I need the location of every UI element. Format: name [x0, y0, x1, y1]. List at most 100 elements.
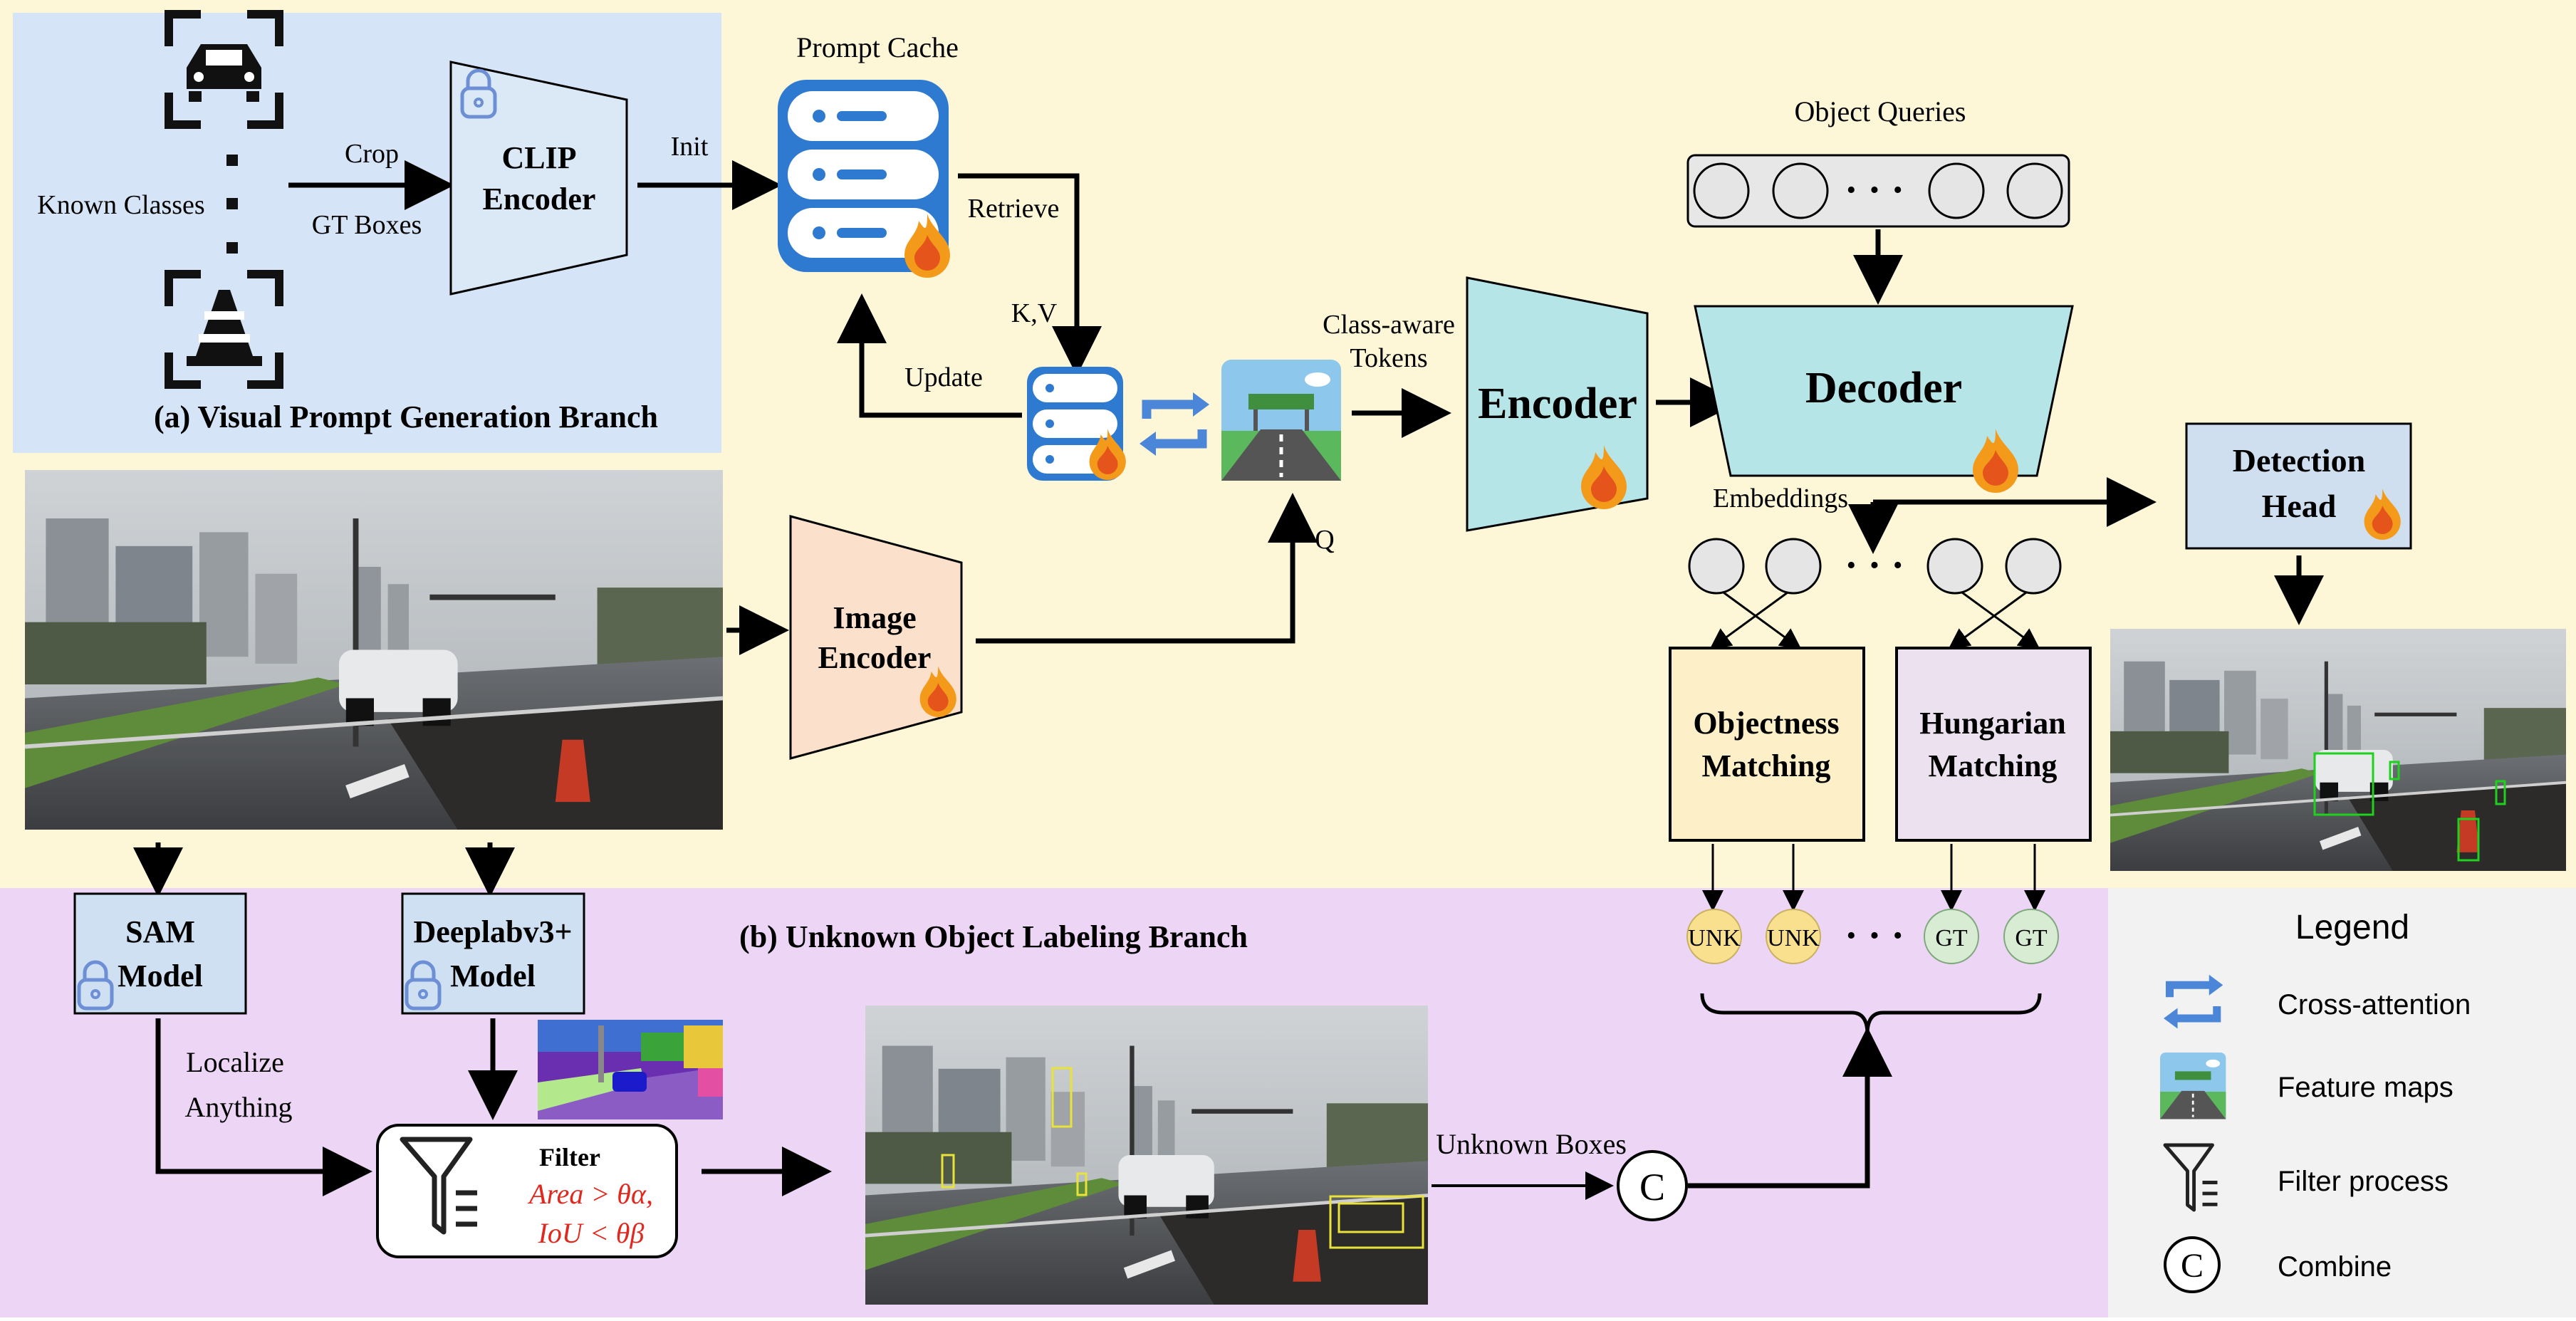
clip-label-2: Encoder [483, 182, 596, 216]
match-line [1948, 591, 2027, 650]
combine-node [1617, 1150, 1688, 1221]
trainable-flame-icon [904, 214, 950, 278]
trainable-flame-icon [2364, 489, 2401, 540]
encoder-label: Encoder [1478, 380, 1637, 428]
lock-icon [460, 68, 497, 119]
sam-label-2: Model [118, 959, 203, 993]
legend-cross-attention-icon [2164, 974, 2223, 1029]
objectness-label-2: Matching [1702, 748, 1831, 783]
queries-ellipsis: · · · [1845, 168, 1904, 212]
unk-label: UNK [1767, 925, 1820, 951]
feature-map-icon [1221, 360, 1341, 481]
prompt-cache-database-icon [778, 80, 949, 272]
prompt-cache-title: Prompt Cache [796, 31, 959, 63]
filter-label: Filter [539, 1143, 600, 1171]
image-encoder-label-1: Image [833, 600, 916, 635]
sam-to-filter-arrow [155, 1018, 372, 1196]
init-label: Init [671, 132, 709, 162]
retrieve-label: Retrieve [968, 194, 1060, 224]
crop-label: Crop [345, 139, 399, 169]
legend-combine-icon [2164, 1236, 2221, 1293]
class-aware-label-2: Tokens [1350, 343, 1427, 373]
unknown-boxes-image [865, 1006, 1428, 1305]
combine-symbol: C [1639, 1166, 1665, 1208]
cross-attention-icon [1140, 392, 1209, 456]
hungarian-matching-box [1895, 647, 2092, 842]
sam-model-box [73, 892, 247, 1015]
localize-label-1: Localize [186, 1046, 284, 1078]
output-ellipsis: · · · [1845, 914, 1904, 958]
objectness-matching-box [1669, 647, 1865, 842]
legend-filter-icon [2163, 1143, 2218, 1212]
trainable-flame-icon [1973, 429, 2018, 493]
match-line [1961, 591, 2040, 650]
branch-a-title: (a) Visual Prompt Generation Branch [154, 400, 658, 434]
embedding-node [2005, 538, 2062, 595]
image-encoder [789, 515, 963, 760]
match-line [1709, 591, 1788, 650]
deeplab-label-2: Model [450, 959, 536, 993]
iou-rule: IoU < θβ [538, 1217, 645, 1249]
gt-boxes-label: GT Boxes [312, 210, 422, 240]
traffic-cone-class-icon [165, 270, 283, 389]
unk-node [1686, 909, 1742, 964]
legend-feature-map-icon [2160, 1053, 2226, 1119]
class-aware-label-1: Class-aware [1323, 310, 1455, 340]
q-label: Q [1315, 525, 1334, 555]
gt-node [2003, 909, 2059, 964]
query-node [1928, 162, 1985, 219]
deeplab-model-box [401, 892, 585, 1015]
lock-icon [405, 960, 442, 1011]
detection-output-image [2110, 629, 2566, 871]
object-queries-label: Object Queries [1794, 95, 1966, 127]
embedding-node [1926, 538, 1983, 595]
transformer-decoder [1694, 305, 2074, 477]
decoder-label: Decoder [1805, 364, 1962, 412]
hungarian-label-2: Matching [1929, 748, 2058, 783]
match-line [1723, 591, 1802, 650]
car-class-icon [165, 10, 283, 129]
legend-label-filter: Filter process [2278, 1166, 2449, 1197]
gt-label: GT [2015, 925, 2048, 951]
embeddings-label: Embeddings [1713, 484, 1848, 513]
legend-label-cross-attention: Cross-attention [2278, 989, 2471, 1020]
update-label: Update [904, 362, 983, 392]
objectness-label-1: Objectness [1693, 706, 1839, 741]
lock-icon [77, 960, 114, 1011]
embedding-node [1688, 538, 1745, 595]
clip-label-1: CLIP [501, 140, 576, 175]
q-arrow [976, 493, 1318, 644]
filter-box [376, 1124, 678, 1258]
legend-title: Legend [2295, 909, 2409, 946]
localize-label-2: Anything [184, 1091, 292, 1123]
trainable-flame-icon [1089, 429, 1126, 480]
deeplab-label-1: Deeplabv3+ [413, 914, 572, 949]
dot [226, 155, 238, 166]
unk-node [1766, 909, 1821, 964]
known-classes-label: Known Classes [37, 190, 204, 220]
sam-label-1: SAM [125, 914, 195, 949]
kv-label: K,V [1011, 298, 1058, 328]
input-road-image [25, 470, 723, 830]
hungarian-label-1: Hungarian [1919, 706, 2065, 741]
area-rule: Area > θα, [527, 1178, 653, 1210]
trainable-flame-icon [919, 666, 956, 717]
legend-combine-symbol: C [2181, 1247, 2204, 1285]
embedding-node [1765, 538, 1822, 595]
dot [226, 198, 238, 209]
legend-label-combine: Combine [2278, 1251, 2392, 1283]
query-node [2006, 162, 2063, 219]
embeddings-ellipsis: · · · [1845, 543, 1904, 588]
filter-icon [400, 1137, 477, 1235]
branch-b-title: (b) Unknown Object Labeling Branch [739, 919, 1248, 954]
image-encoder-label-2: Encoder [818, 640, 932, 675]
dot [226, 242, 238, 254]
combine-to-brace-arrow [1688, 1027, 1892, 1189]
unk-label: UNK [1688, 925, 1741, 951]
retrieve-arrow [958, 173, 1102, 376]
detection-head-label-1: Detection [2233, 442, 2365, 479]
detection-head-label-2: Head [2262, 488, 2337, 524]
gt-node [1924, 909, 1979, 964]
clip-encoder [449, 61, 628, 296]
